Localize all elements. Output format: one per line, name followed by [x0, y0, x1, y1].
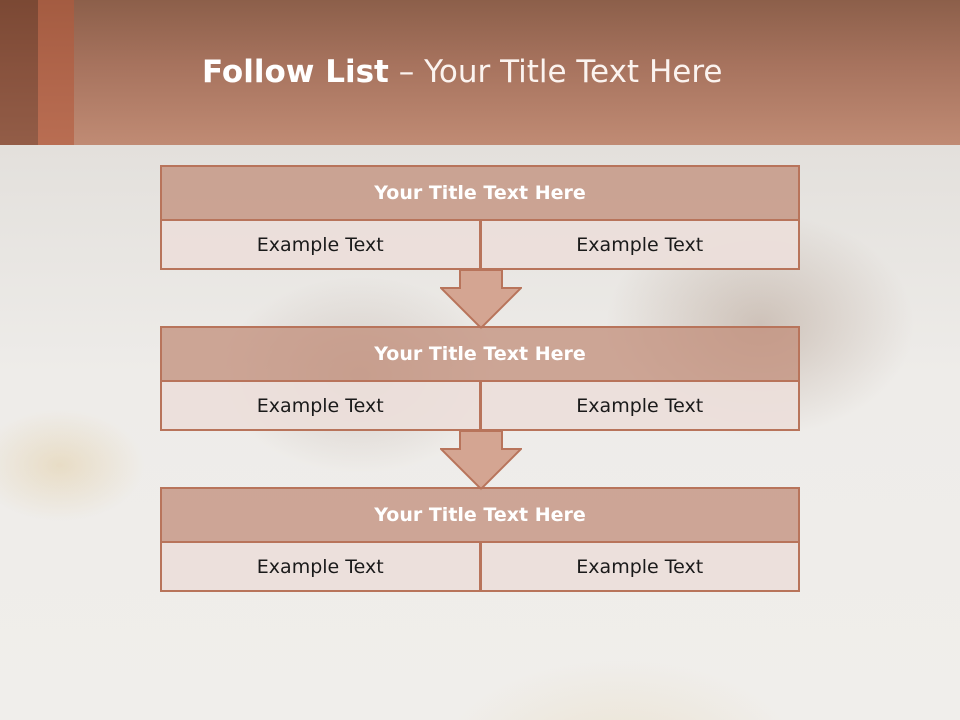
block-title: Your Title Text Here: [160, 326, 800, 382]
down-arrow-icon: [440, 270, 522, 330]
list-block: Your Title Text Here Example Text Exampl…: [160, 326, 800, 431]
slide-title: Follow List – Your Title Text Here: [202, 54, 722, 100]
block-title: Your Title Text Here: [160, 487, 800, 543]
slide-title-rest: – Your Title Text Here: [388, 54, 723, 90]
block-cell-left: Example Text: [160, 221, 481, 270]
block-cell-right: Example Text: [480, 382, 800, 431]
block-title: Your Title Text Here: [160, 165, 800, 221]
block-cell-left: Example Text: [160, 543, 481, 592]
block-row: Example Text Example Text: [160, 382, 800, 431]
block-row: Example Text Example Text: [160, 221, 800, 270]
block-row: Example Text Example Text: [160, 543, 800, 592]
header-bar: [0, 0, 960, 145]
slide-title-bold: Follow List: [202, 54, 389, 90]
list-block: Your Title Text Here Example Text Exampl…: [160, 487, 800, 592]
header-accent-strip: [0, 0, 38, 145]
block-cell-right: Example Text: [480, 543, 800, 592]
down-arrow-icon: [440, 431, 522, 491]
header-accent-strip: [38, 0, 74, 145]
block-cell-right: Example Text: [480, 221, 800, 270]
block-cell-left: Example Text: [160, 382, 481, 431]
list-block: Your Title Text Here Example Text Exampl…: [160, 165, 800, 270]
